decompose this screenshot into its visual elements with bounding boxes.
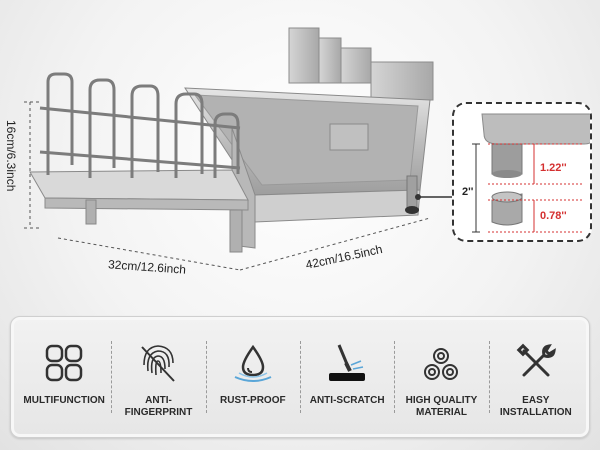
dimension-lines — [24, 101, 431, 271]
dimension-height: 16cm/6.3inch — [4, 120, 18, 192]
feature-label: MULTIFUNCTION — [23, 395, 105, 406]
features-panel: MULTIFUNCTION ANTI-FINGERPRINT RUST-PROO… — [10, 316, 590, 438]
product-illustration: 16cm/6.3inch 32cm/12.6inch 42cm/16.5inch — [4, 27, 452, 277]
high-quality-material-icon — [424, 348, 459, 380]
utensil-holder — [288, 27, 434, 101]
anti-scratch-icon — [329, 344, 366, 381]
feature-label: RUST-PROOF — [220, 395, 286, 406]
leg-detail-drawing — [472, 113, 590, 233]
rust-proof-icon — [234, 344, 272, 382]
feature-label: EASY INSTALLATION — [499, 395, 572, 418]
zoom-leader-dot — [415, 194, 421, 200]
feature-label: HIGH QUALITY MATERIAL — [405, 395, 478, 418]
plate-wires — [39, 72, 241, 178]
easy-installation-icon — [516, 343, 556, 377]
total-height-label: 2'' — [462, 186, 474, 198]
feature-multifunction: MULTIFUNCTION — [17, 331, 111, 423]
feature-rust-proof: RUST-PROOF — [205, 331, 300, 423]
leg-detail-zoom: 1.22'' 0.78'' — [452, 102, 592, 242]
feature-high-quality-material: HIGH QUALITY MATERIAL — [394, 331, 488, 423]
lower-height-label: 0.78'' — [540, 210, 567, 222]
anti-fingerprint-icon — [141, 345, 176, 382]
feature-anti-scratch: ANTI-SCRATCH — [299, 331, 394, 423]
multifunction-icon — [45, 344, 83, 382]
dish-rack-drawing — [24, 27, 452, 271]
rack-legs — [85, 175, 419, 253]
feature-anti-fingerprint: ANTI-FINGERPRINT — [111, 331, 205, 423]
upper-height-label: 1.22'' — [540, 162, 567, 174]
feature-label: ANTI-FINGERPRINT — [124, 395, 193, 418]
feature-easy-installation: EASY INSTALLATION — [488, 331, 583, 423]
feature-label: ANTI-SCRATCH — [309, 395, 385, 406]
